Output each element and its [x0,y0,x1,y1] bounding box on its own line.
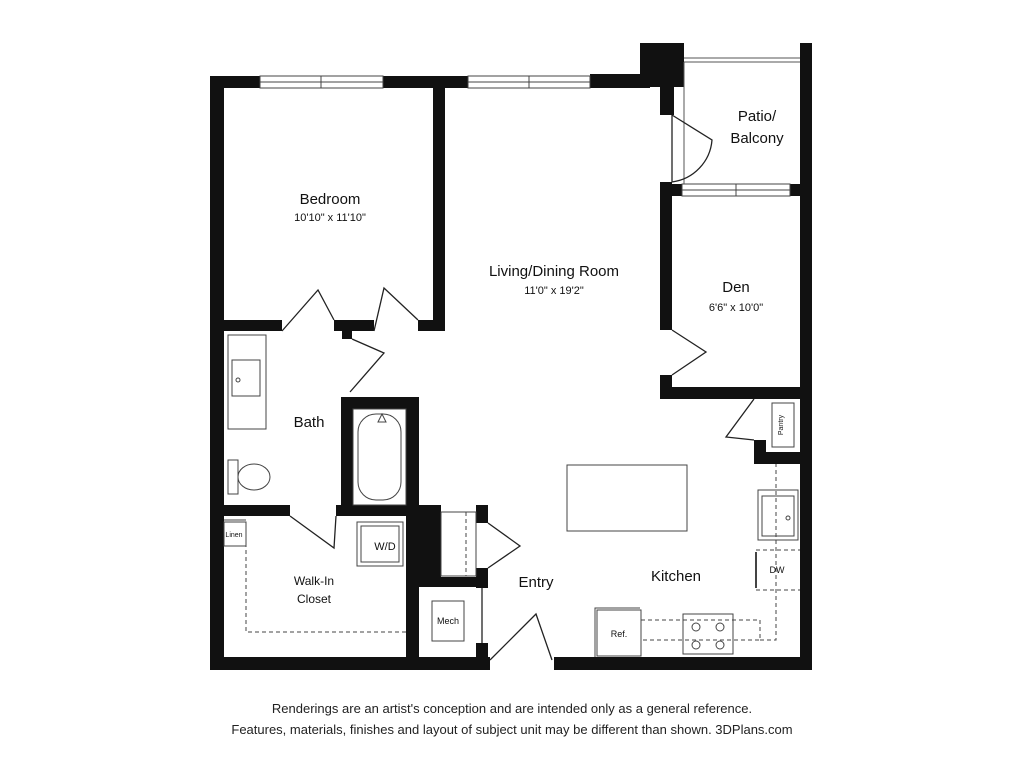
disclaimer-line-1: Renderings are an artist's conception an… [271,701,753,716]
patio-label-line2: Balcony [730,130,784,147]
kitchen-label: Kitchen [651,568,701,585]
living-dims: 11'0" x 19'2" [524,285,584,297]
windows [259,75,791,197]
wd-label: W/D [374,541,395,553]
fixtures [223,334,800,657]
entry-label: Entry [518,574,554,591]
dw-label: DW [770,565,785,575]
disclaimer-line-2: Features, materials, finishes and layout… [231,722,793,737]
closet-label-line1: Walk-In [294,574,334,588]
pantry-label: Pantry [778,414,785,435]
doors [281,114,755,661]
bedroom-label: Bedroom [300,191,361,208]
closet-label-line2: Closet [297,592,332,606]
ref-label: Ref. [611,629,628,639]
den-dims: 6'6" x 10'0" [709,302,763,314]
living-label: Living/Dining Room [489,263,619,280]
bath-label: Bath [294,414,325,431]
disclaimer: Renderings are an artist's conception an… [0,698,1024,740]
linen-label: Linen [225,532,242,539]
den-label: Den [722,279,750,296]
mech-label: Mech [437,616,459,626]
room-labels: Bedroom 10'10" x 11'10" Living/Dining Ro… [225,108,785,639]
patio-label-line1: Patio/ [738,108,777,125]
exterior-walls [210,43,812,670]
bedroom-dims: 10'10" x 11'10" [294,212,366,224]
